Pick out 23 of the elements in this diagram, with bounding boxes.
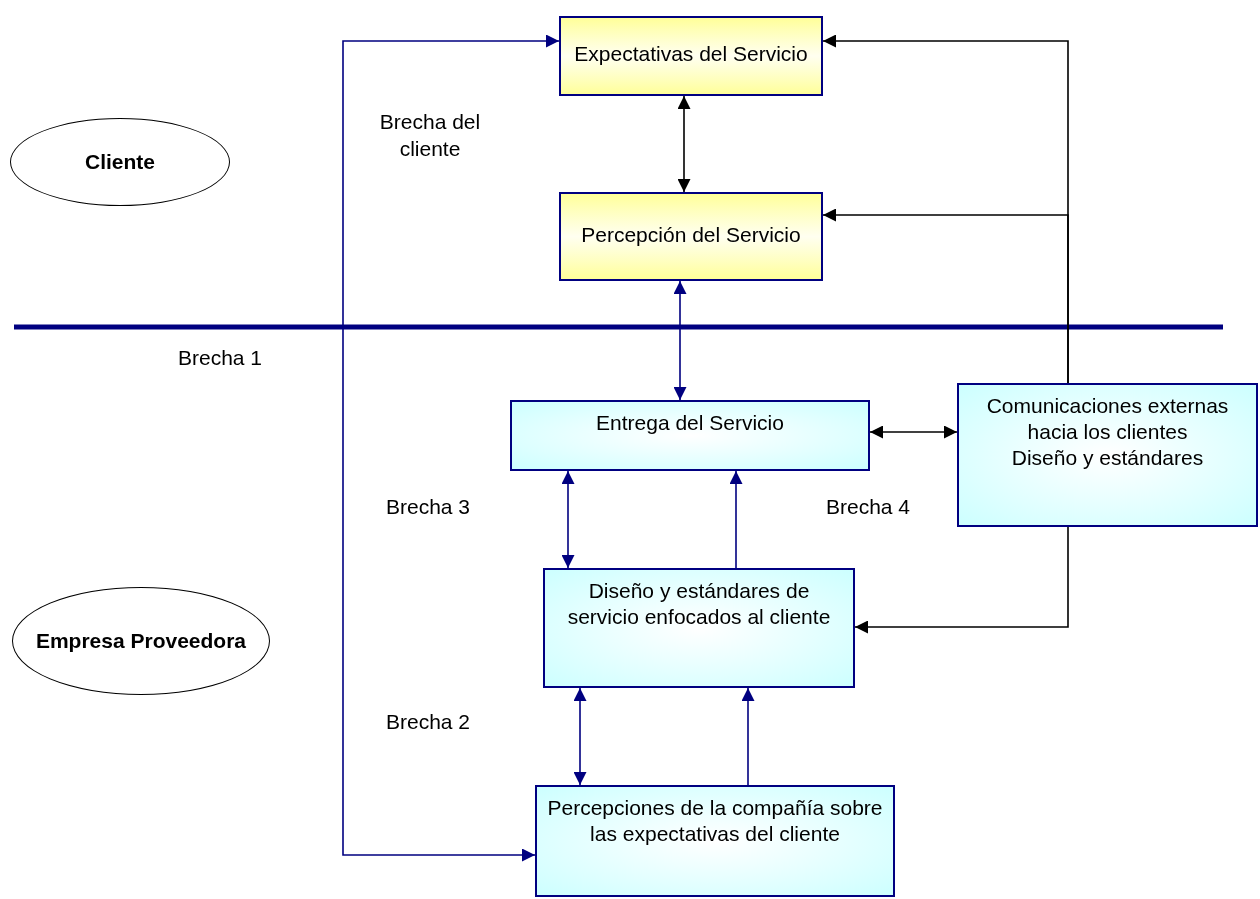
arrow [869, 425, 958, 439]
arrow [729, 470, 743, 569]
actor-ellipse: Empresa Proveedora [12, 587, 270, 695]
gap-label: Brecha 1 [176, 345, 264, 371]
gap-label: Brecha del cliente [378, 109, 482, 162]
process-box: Entrega del Servicio [510, 400, 870, 471]
arrow [677, 95, 691, 193]
process-box: Expectativas del Servicio [559, 16, 823, 96]
process-box: Percepción del Servicio [559, 192, 823, 281]
arrow [573, 687, 587, 786]
arrow [342, 34, 560, 862]
gap-label: Brecha 2 [384, 709, 472, 735]
arrow [854, 526, 1069, 634]
arrow [673, 280, 687, 401]
gap-label: Brecha 4 [824, 494, 912, 520]
actor-ellipse: Cliente [10, 118, 230, 206]
process-box: Comunicaciones externas hacia los clientes Diseño y estándares [957, 383, 1258, 527]
gap-label: Brecha 3 [384, 494, 472, 520]
process-box: Percepciones de la compañía sobre las expectativas del cliente [535, 785, 895, 897]
process-box: Diseño y estándares de servicio enfocados al cliente [543, 568, 855, 688]
arrow [741, 687, 755, 786]
arrow [822, 208, 1069, 384]
arrow [561, 470, 575, 569]
